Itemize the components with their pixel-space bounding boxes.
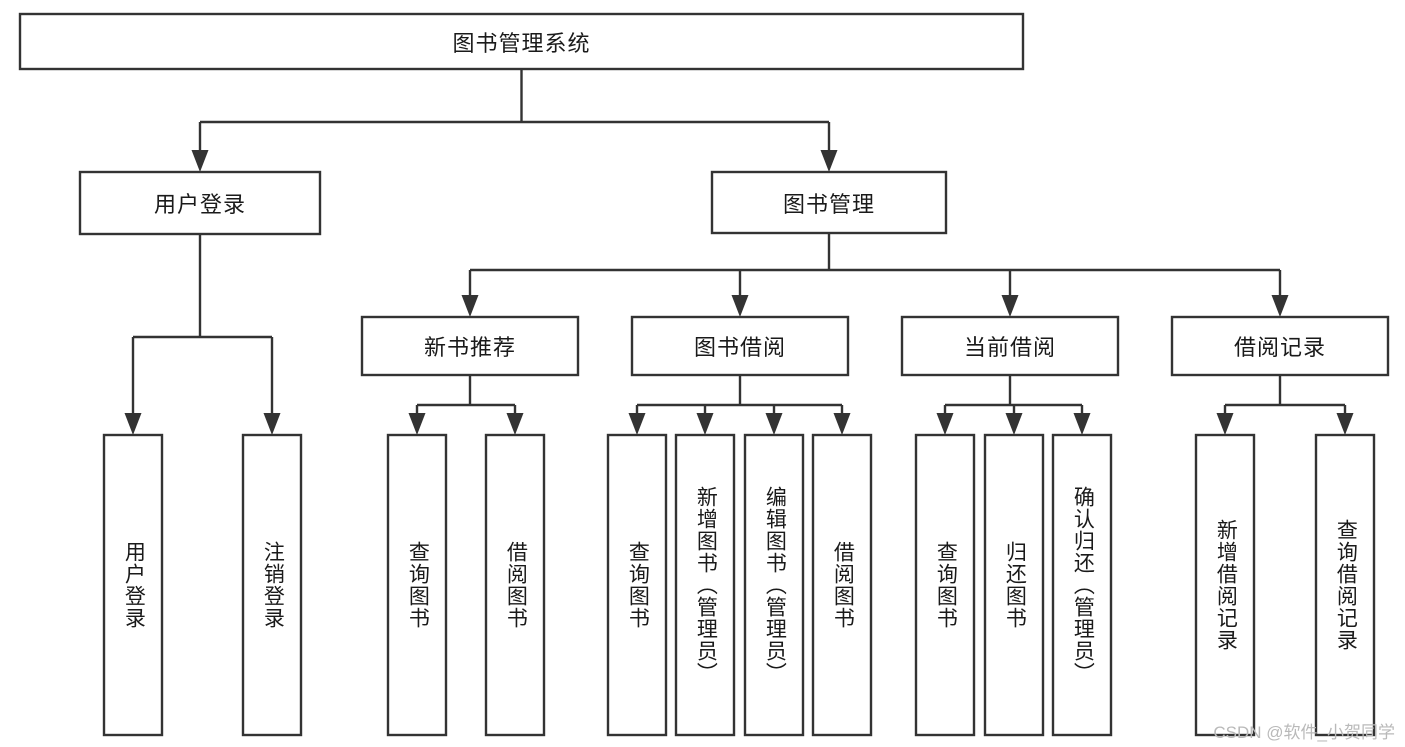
node-root[interactable]: [18, 12, 1025, 71]
arrow-head: [124, 413, 142, 435]
arrow-head: [833, 413, 851, 435]
arrow-head: [936, 413, 954, 435]
arrow-head: [696, 413, 714, 435]
node-confirm-return-admin[interactable]: [1051, 433, 1113, 737]
connector-layer: [124, 69, 1354, 435]
arrow-head: [263, 413, 281, 435]
box-layer: [18, 12, 1390, 737]
arrow-head: [1336, 413, 1354, 435]
node-borrow-book-2[interactable]: [811, 433, 873, 737]
arrow-head: [731, 295, 749, 317]
node-user-login[interactable]: [78, 170, 322, 236]
node-edit-book-admin[interactable]: [743, 433, 805, 737]
node-return-book[interactable]: [983, 433, 1045, 737]
node-query-book-2[interactable]: [606, 433, 668, 737]
node-query-book-1[interactable]: [386, 433, 448, 737]
arrow-head: [820, 150, 838, 172]
node-add-book-admin[interactable]: [674, 433, 736, 737]
arrow-head: [408, 413, 426, 435]
arrow-head: [628, 413, 646, 435]
node-query-borrow-record[interactable]: [1314, 433, 1376, 737]
node-book-borrow[interactable]: [630, 315, 850, 377]
node-borrow-record[interactable]: [1170, 315, 1390, 377]
arrow-head: [506, 413, 524, 435]
arrow-head: [1073, 413, 1091, 435]
arrow-head: [765, 413, 783, 435]
node-logout[interactable]: [241, 433, 303, 737]
node-book-management[interactable]: [710, 170, 948, 235]
watermark: CSDN @软件_小贺同学: [1213, 723, 1395, 742]
arrow-head: [1271, 295, 1289, 317]
arrow-head: [1216, 413, 1234, 435]
arrow-head: [461, 295, 479, 317]
arrow-head: [1001, 295, 1019, 317]
node-query-book-3[interactable]: [914, 433, 976, 737]
arrow-head: [191, 150, 209, 172]
node-new-book-recommend[interactable]: [360, 315, 580, 377]
node-borrow-book-1[interactable]: [484, 433, 546, 737]
node-login[interactable]: [102, 433, 164, 737]
node-add-borrow-record[interactable]: [1194, 433, 1256, 737]
node-current-borrow[interactable]: [900, 315, 1120, 377]
arrow-head: [1005, 413, 1023, 435]
